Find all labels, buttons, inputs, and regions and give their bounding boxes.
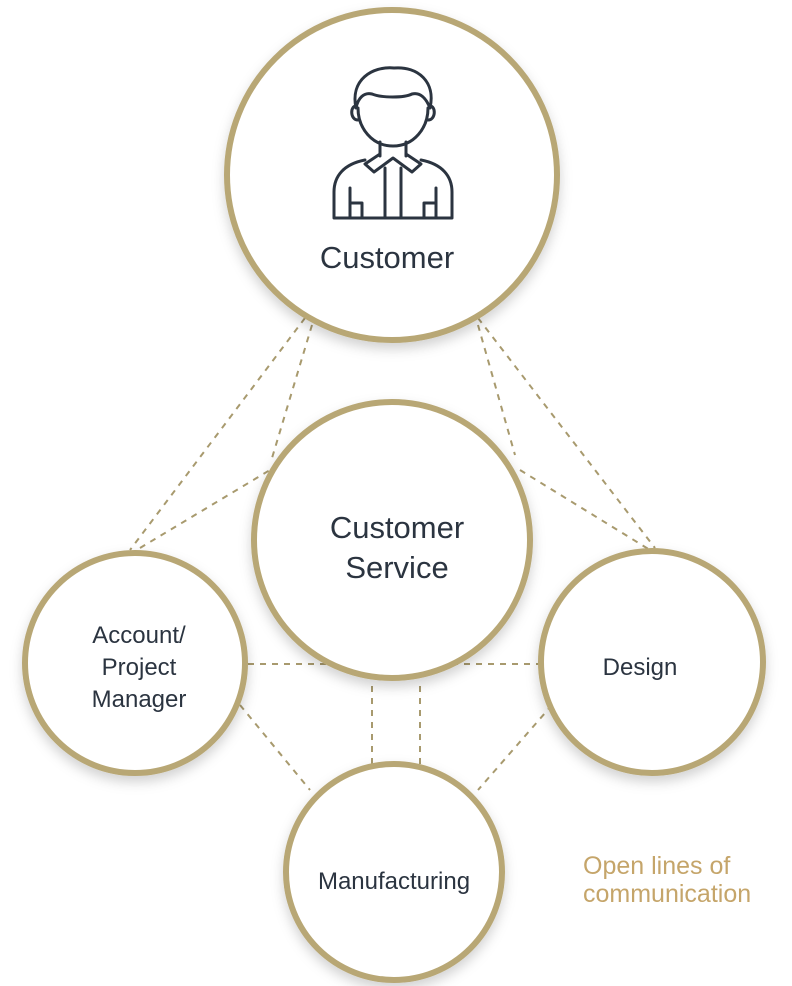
node-customer: Customer — [224, 7, 560, 343]
customer-label: Customer — [320, 240, 454, 275]
person-icon — [332, 66, 454, 220]
node-manufacturing: Manufacturing — [283, 761, 505, 983]
customer-service-label-line2: Service — [345, 550, 448, 585]
node-customer-service: Customer Service — [251, 399, 533, 681]
customer-service-label-line1: Customer — [330, 510, 464, 545]
connector-design-manufacturing — [477, 704, 553, 791]
account-manager-label-line2: Project — [102, 654, 177, 681]
node-design: Design — [538, 548, 766, 776]
design-label: Design — [603, 654, 678, 681]
connector-account-manufacturing — [239, 704, 311, 791]
account-manager-label-line3: Manager — [92, 686, 187, 713]
connector-account-service — [139, 469, 271, 549]
node-account-manager: Account/ Project Manager — [22, 550, 248, 776]
communication-note: Open lines of communication — [583, 852, 783, 908]
account-manager-label-line1: Account/ — [92, 622, 186, 649]
connector-customer-service-right — [477, 324, 516, 456]
note-line-1: Open lines of — [583, 852, 731, 880]
note-line-2: communication — [583, 880, 752, 908]
connector-customer-account — [129, 317, 306, 551]
connector-customer-design — [477, 317, 656, 549]
manufacturing-label: Manufacturing — [318, 868, 470, 895]
connector-service-design — [519, 469, 651, 551]
